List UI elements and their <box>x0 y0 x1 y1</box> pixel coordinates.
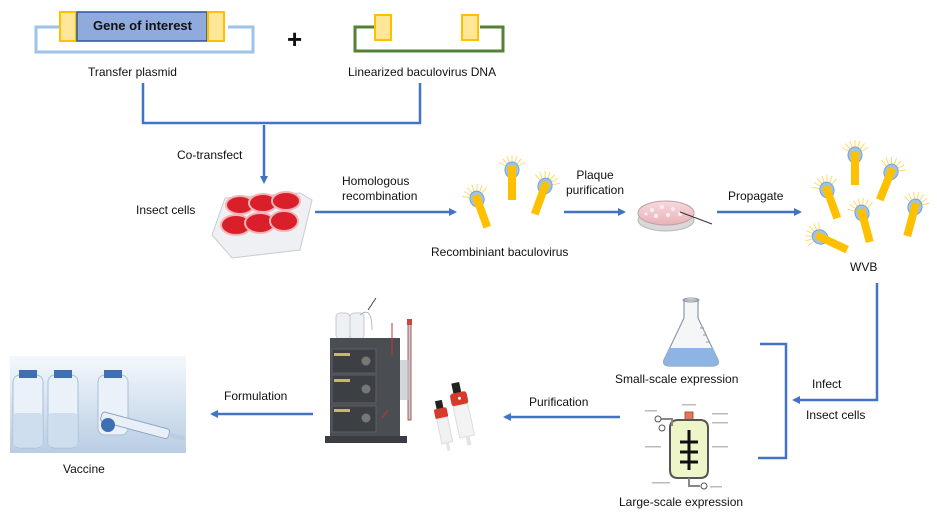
homology-arm-right <box>207 11 225 42</box>
linearized-baculovirus-dna <box>353 14 505 53</box>
co-transfect-connector <box>141 83 422 125</box>
homology-arm-left <box>59 11 77 42</box>
baculovirus-particle <box>903 192 930 238</box>
plaque-label-line1: Plaque <box>576 168 614 182</box>
insect-cells-label: Insect cells <box>136 203 196 217</box>
linearized-dna-label: Linearized baculovirus DNA <box>348 65 497 79</box>
vaccine-vials-image <box>10 356 186 453</box>
gene-of-interest-box <box>76 11 208 42</box>
recombinant-baculovirus-label: Recombiniant baculovirus <box>431 245 569 259</box>
homology-arm-right <box>461 14 479 41</box>
wvb-baculovirus-group <box>805 140 930 254</box>
homologous-label-line1: Homologous <box>342 174 410 188</box>
six-well-plate-image <box>211 191 313 259</box>
bioreactor-image <box>645 404 728 490</box>
small-scale-expression-label: Small-scale expression <box>615 372 739 386</box>
plaque-label-line2: purification <box>565 183 625 197</box>
purification-columns-image <box>434 381 476 451</box>
large-scale-expression-label: Large-scale expression <box>619 495 744 509</box>
homologous-label-line2: recombination <box>342 189 418 203</box>
baculovirus-particle <box>876 156 906 202</box>
baculovirus-particle <box>462 184 492 229</box>
plus-sign: + <box>287 24 303 54</box>
baculovirus-particle <box>530 171 560 216</box>
homology-arm-left <box>374 14 392 41</box>
formulation-label: Formulation <box>224 389 288 403</box>
baculovirus-particle <box>847 198 874 244</box>
transfer-plasmid <box>34 11 255 54</box>
chromatography-system-image <box>325 297 412 443</box>
baculovirus-particle <box>812 175 842 220</box>
wvb-label: WVB <box>850 260 878 274</box>
baculovirus-particle <box>841 140 869 185</box>
co-transfect-label: Co-transfect <box>177 148 243 162</box>
vaccine-label: Vaccine <box>63 462 105 476</box>
petri-dish-image <box>637 200 713 232</box>
infect-insect-cells-label: Insect cells <box>806 408 866 422</box>
plaque-purification-label: Plaque purification <box>565 168 625 198</box>
homologous-recombination-label: Homologous recombination <box>342 174 417 204</box>
baculovirus-particle <box>805 222 849 254</box>
infect-connector <box>815 283 879 402</box>
infect-label: Infect <box>812 377 842 391</box>
propagate-label: Propagate <box>728 189 784 203</box>
gene-of-interest-label: Gene of interest <box>93 18 192 33</box>
erlenmeyer-flask-image <box>663 297 719 367</box>
baculovirus-particle <box>498 155 526 200</box>
transfer-plasmid-label: Transfer plasmid <box>88 65 177 79</box>
expression-bracket <box>758 342 788 460</box>
recombinant-baculovirus-group <box>462 155 560 229</box>
purification-label: Purification <box>529 395 589 409</box>
